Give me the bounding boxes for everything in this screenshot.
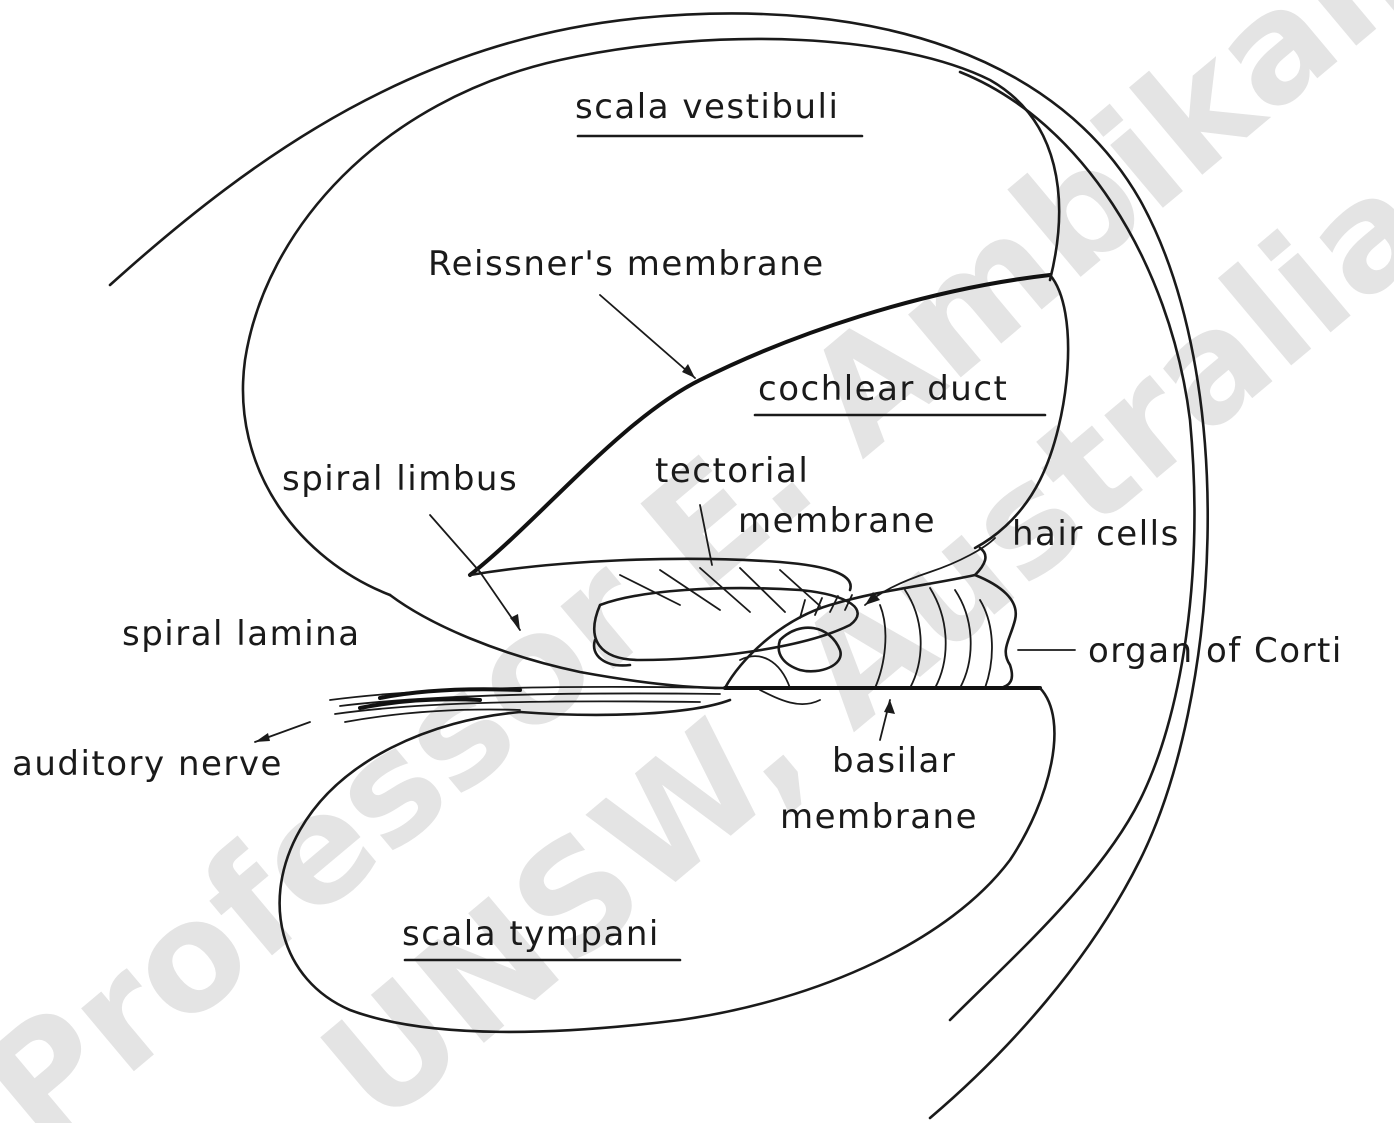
label-organ-of-corti: organ of Corti xyxy=(1088,631,1343,671)
label-reissners-membrane: Reissner's membrane xyxy=(428,244,825,284)
spiral-limbus-pointer-1 xyxy=(430,515,480,572)
label-basilar-line-1: basilar xyxy=(832,741,956,781)
label-auditory-nerve: auditory nerve xyxy=(12,744,283,784)
auditory-nerve-arrowhead xyxy=(255,733,270,742)
label-scala-tympani: scala tympani xyxy=(402,914,660,954)
label-tectorial-line-1: tectorial xyxy=(655,451,809,491)
label-hair-cells: hair cells xyxy=(1012,514,1180,554)
label-scala-vestibuli: scala vestibuli xyxy=(575,87,839,127)
reissners-pointer xyxy=(600,295,695,378)
label-spiral-limbus: spiral limbus xyxy=(282,459,518,499)
reissners-arrowhead xyxy=(682,364,695,378)
label-spiral-lamina: spiral lamina xyxy=(122,614,361,654)
label-basilar-line-2: membrane xyxy=(780,797,978,837)
label-cochlear-duct: cochlear duct xyxy=(758,369,1008,409)
label-tectorial-line-2: membrane xyxy=(738,501,936,541)
